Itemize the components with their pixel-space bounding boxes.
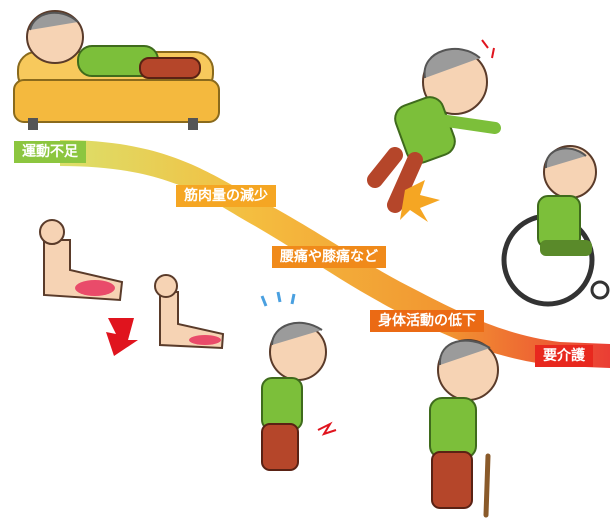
stage-label-care-required: 要介護: [535, 345, 593, 367]
tripping-person-illustration: [367, 39, 501, 222]
sofa-lying-person-illustration: [13, 10, 220, 130]
stage-label-back-knee-pain: 腰痛や膝痛など: [272, 246, 386, 268]
cane-person-illustration: [429, 339, 499, 518]
stage-label-reduced-activity: 身体活動の低下: [370, 310, 484, 332]
knee-pain-person-illustration: [260, 291, 337, 471]
stage-label-lack-of-exercise: 運動不足: [14, 141, 86, 163]
stage-label-muscle-loss: 筋肉量の減少: [176, 185, 276, 207]
wheelchair-person-illustration: [501, 145, 610, 307]
muscle-arm-illustration: [39, 219, 225, 356]
